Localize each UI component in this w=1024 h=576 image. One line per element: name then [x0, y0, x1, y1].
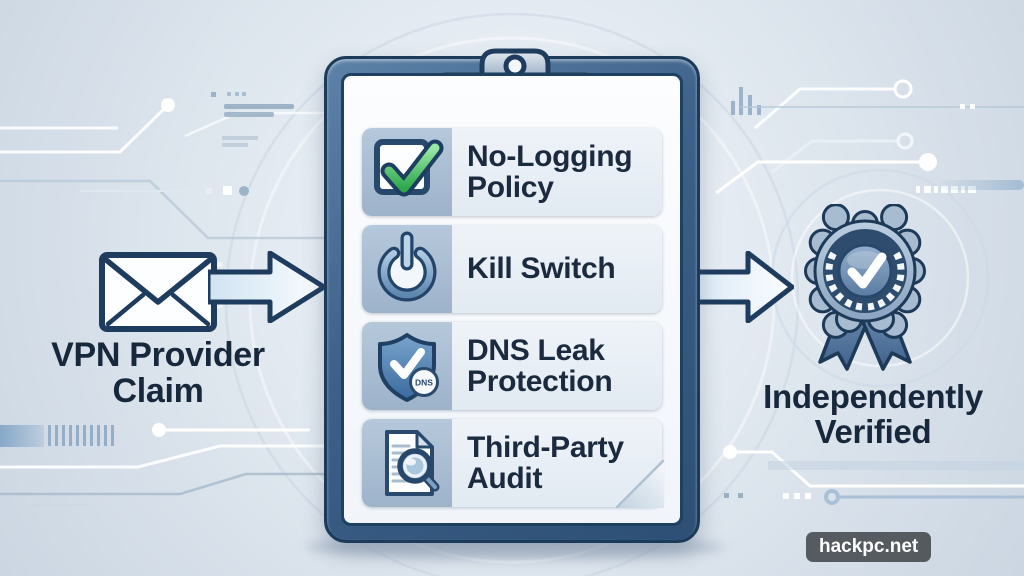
bar-decoration [731, 101, 735, 115]
circuit-trace [715, 160, 919, 195]
dot-decoration [235, 92, 239, 96]
dot-decoration [724, 493, 729, 498]
circuit-trace [771, 139, 898, 174]
checklist-row-dns-leak: DNS DNS Leak Protection [362, 322, 662, 410]
dot-decoration [805, 493, 811, 499]
tick-row-decoration [48, 425, 114, 446]
circuit-trace [0, 472, 338, 496]
circuit-node [896, 132, 914, 150]
dot-decoration [970, 104, 975, 109]
dot-decoration [794, 493, 800, 499]
checklist: No-Logging Policy [362, 128, 662, 507]
circuit-node [152, 423, 166, 437]
dot-decoration [960, 104, 965, 109]
line-decoration [224, 104, 294, 109]
power-icon [362, 225, 452, 313]
bar-decoration [757, 105, 761, 115]
band-decoration [768, 461, 1024, 470]
line-decoration [222, 143, 248, 147]
circuit-node [161, 98, 175, 112]
envelope-icon [99, 252, 217, 332]
circuit-trace [0, 179, 330, 240]
dot-decoration [239, 186, 249, 196]
laurel-left [825, 248, 863, 311]
independently-verified-label: Independently Verified [763, 378, 983, 451]
band-decoration [0, 425, 44, 447]
clipboard-board: No-Logging Policy [341, 73, 683, 526]
circuit-node [919, 153, 937, 171]
dot-decoration [242, 92, 246, 96]
dot-decoration [206, 188, 212, 194]
band-decoration [940, 180, 1024, 190]
checklist-item-label: No-Logging Policy [452, 128, 662, 216]
checklist-row-third-party-audit: Third-Party Audit [362, 419, 662, 507]
dot-decoration [211, 92, 216, 97]
line-decoration [224, 112, 274, 117]
bar-decoration [748, 95, 752, 115]
dns-badge-label: DNS [415, 378, 433, 388]
verified-badge-icon [804, 204, 926, 371]
dot-decoration [223, 186, 232, 195]
dot-decoration [738, 493, 743, 498]
checklist-row-no-logging: No-Logging Policy [362, 128, 662, 216]
page-curl [616, 460, 664, 508]
checklist-item-label: Third-Party Audit [452, 419, 662, 507]
checklist-row-kill-switch: Kill Switch [362, 225, 662, 313]
line-decoration [222, 136, 258, 140]
bar-decoration [739, 87, 743, 115]
circuit-node [723, 445, 737, 459]
checklist-item-label: DNS Leak Protection [452, 322, 662, 410]
circuit-node [893, 79, 913, 99]
arrow-right-icon [208, 251, 327, 323]
audit-document-icon [362, 419, 452, 507]
dot-decoration [783, 493, 789, 499]
circuit-trace [0, 105, 168, 154]
checkmark-icon [362, 128, 452, 216]
circuit-trace [0, 444, 332, 469]
circuit-trace [754, 87, 895, 130]
badge-checkmark [847, 252, 887, 289]
checklist-item-label: Kill Switch [452, 225, 662, 313]
watermark-badge: hackpc.net [806, 532, 932, 562]
vpn-provider-claim-label: VPN Provider Claim [51, 336, 265, 411]
dot-decoration [227, 92, 231, 96]
shield-dns-icon: DNS [362, 322, 452, 410]
circuit-node [828, 493, 836, 501]
clipboard: No-Logging Policy [324, 48, 700, 543]
laurel-right [867, 248, 905, 311]
